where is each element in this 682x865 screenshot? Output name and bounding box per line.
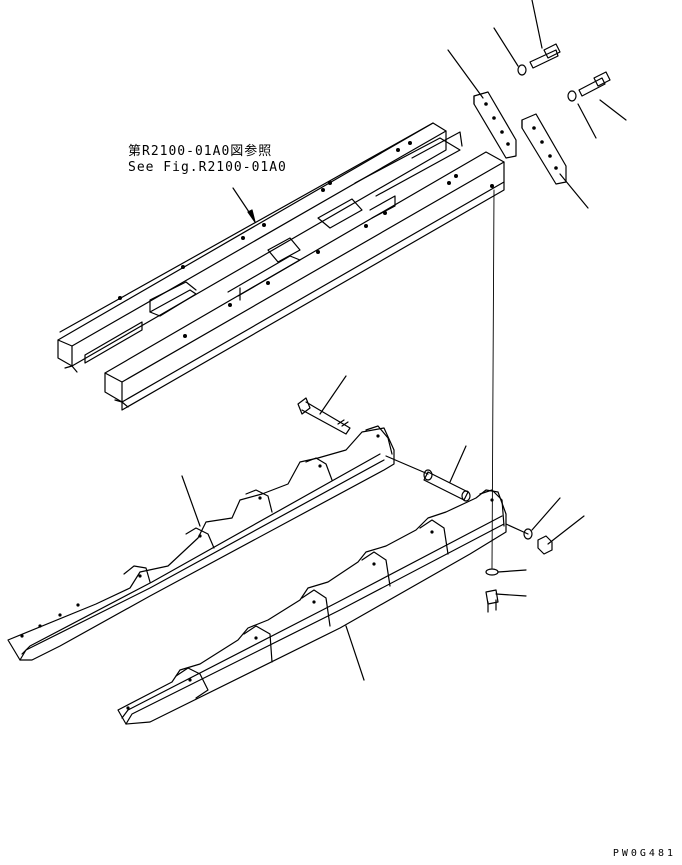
mounting-plate-right	[522, 114, 566, 184]
alignment-line	[492, 190, 494, 568]
leader-washer-lower	[532, 498, 560, 530]
leader-plate-right	[560, 174, 588, 208]
leader-washer-top	[494, 28, 518, 66]
bolt-bottom	[486, 590, 498, 612]
leader-guard-back	[182, 476, 200, 526]
leader-spacer	[450, 446, 466, 482]
reference-jp: 第R2100-01A0図参照	[128, 144, 273, 159]
mounting-plate-left	[474, 92, 516, 158]
leader-bolt-right	[600, 100, 626, 120]
drawing-code: PW0G481	[612, 848, 676, 859]
leader-washer-right	[578, 104, 596, 138]
nut-right-lower	[538, 536, 552, 554]
axis-right-lower	[506, 524, 528, 534]
leader-nut-lower	[548, 516, 584, 544]
washer-bottom	[486, 569, 498, 575]
track-frame	[58, 123, 504, 410]
bolt-top-left	[518, 44, 560, 75]
leader-washer-bottom	[498, 570, 526, 572]
leader-bolt-top	[532, 0, 542, 48]
leader-long-bolt	[320, 376, 346, 414]
leader-bolt-bottom	[496, 594, 526, 596]
track-guard-back	[8, 426, 394, 660]
spacer-axis	[386, 456, 428, 474]
track-guard-front	[118, 490, 506, 724]
long-bolt	[298, 398, 350, 434]
leader-guard-front	[346, 626, 364, 680]
washer-right-lower	[524, 529, 532, 539]
leader-plate-left	[448, 50, 483, 98]
frame-leader-arrow	[248, 210, 255, 222]
reference-en: See Fig.R2100-01A0	[128, 160, 287, 175]
spacer-sleeve	[424, 470, 470, 501]
bolt-top-right	[568, 72, 610, 101]
